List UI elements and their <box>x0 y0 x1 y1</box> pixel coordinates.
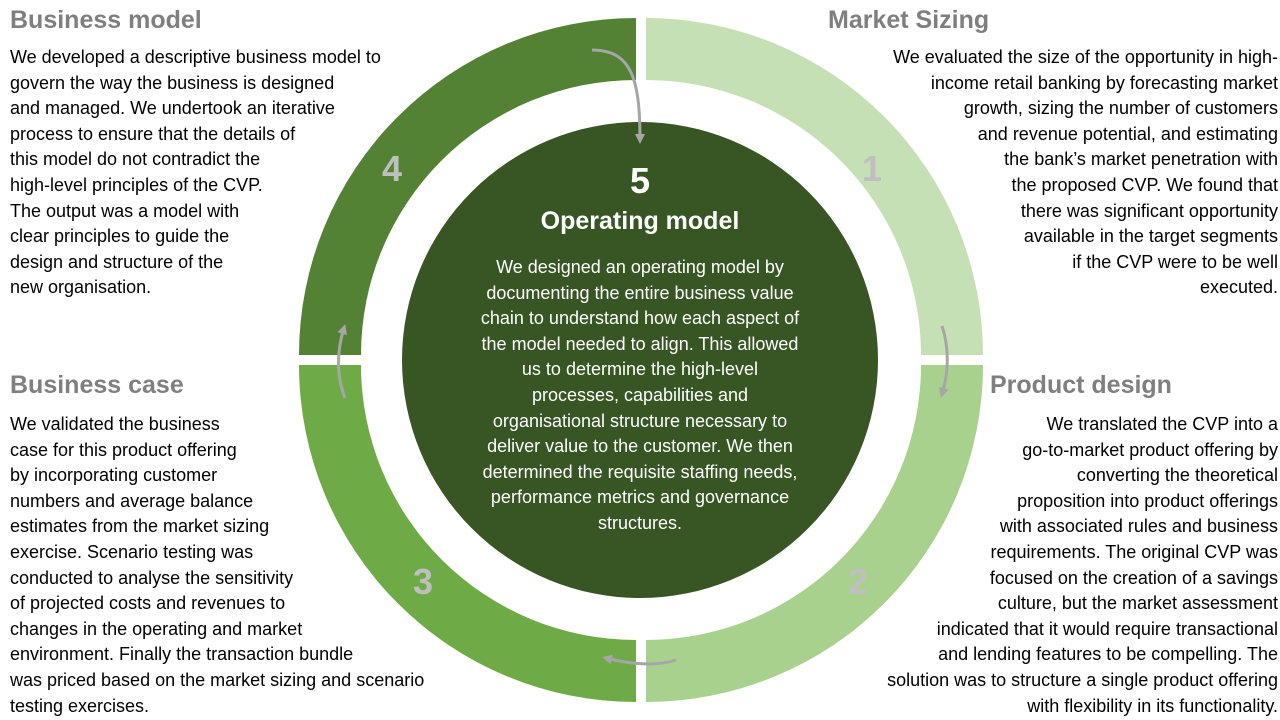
product-design-line: culture, but the market assessment <box>997 593 1278 614</box>
product-design-line: We translated the CVP into a <box>1046 414 1278 434</box>
market-sizing-line: growth, sizing the number of customers <box>963 98 1278 119</box>
center-line: the model needed to align. This allowed <box>481 333 799 354</box>
business-model-line: clear principles to guide the <box>10 226 230 247</box>
business-model-line: We developed a descriptive business mode… <box>10 47 381 67</box>
center-number: 5 <box>629 160 651 201</box>
product-design-line: with flexibility in its functionality. <box>1027 695 1278 716</box>
center-circle-operating-model <box>402 122 878 598</box>
center-line: structures. <box>597 512 683 533</box>
center-line: organisational structure necessary to <box>492 410 788 431</box>
arrow-1-to-2 <box>939 325 949 398</box>
business-model-line: high-level principles of the CVP. <box>10 174 263 195</box>
product-design-line: focused on the creation of a savings <box>989 567 1278 588</box>
business-case-line: estimates from the market sizing <box>10 516 270 537</box>
product-design-line: requirements. The original CVP was <box>990 541 1278 562</box>
business-model-title: Business model <box>10 6 202 34</box>
center-line: deliver value to the customer. We then <box>487 436 793 457</box>
business-case-line: of projected costs and revenues to <box>10 593 286 614</box>
center-line: determined the requisite staffing needs, <box>482 461 798 482</box>
business-case-line: case for this product offering <box>10 439 237 460</box>
quadrant-1-market-sizing <box>646 18 983 355</box>
market-sizing-line: We evaluated the size of the opportunity… <box>893 47 1278 67</box>
product-design-line: go-to-market product offering by <box>1022 439 1278 460</box>
business-case-text: We validated the business case for this … <box>10 412 510 719</box>
product-design-line: with associated rules and business <box>999 516 1278 537</box>
product-design-line: indicated that it would require transact… <box>936 618 1278 639</box>
center-line: We designed an operating model by <box>496 257 784 277</box>
business-case-line: environment. Finally the transaction bun… <box>10 644 354 665</box>
arrow-2-to-3 <box>602 654 677 666</box>
center-line: documenting the entire business value <box>486 282 794 303</box>
market-sizing-text: We evaluated the size of the opportunity… <box>818 45 1278 301</box>
market-sizing-line: the bank’s market penetration with <box>1004 149 1278 170</box>
business-case-line: conducted to analyse the sensitivity <box>10 567 294 588</box>
market-sizing-title: Market Sizing <box>828 6 990 34</box>
product-design-line: and lending features to be compelling. T… <box>938 644 1278 665</box>
product-design-line: solution was to structure a single produ… <box>887 669 1278 690</box>
business-case-title: Business case <box>10 371 184 399</box>
business-case-line: We validated the business <box>10 414 220 434</box>
market-sizing-line: the proposed CVP. We found that <box>1011 174 1278 195</box>
product-design-text: We translated the CVP into a go-to-marke… <box>738 412 1278 719</box>
center-line: processes, capabilities and <box>531 384 749 405</box>
business-case-line: changes in the operating and market <box>10 618 303 639</box>
product-design-line: proposition into product offerings <box>1017 490 1278 511</box>
market-sizing-line: executed. <box>1199 277 1278 298</box>
business-model-line: process to ensure that the details of <box>10 123 296 144</box>
business-case-line: numbers and average balance <box>10 490 254 511</box>
number-1: 1 <box>862 148 883 189</box>
center-description: We designed an operating model by docume… <box>430 255 850 537</box>
business-case-line: testing exercises. <box>10 695 150 716</box>
market-sizing-line: and revenue potential, and estimating <box>977 123 1278 144</box>
center-title: Operating model <box>540 207 740 235</box>
market-sizing-line: if the CVP were to be well <box>1072 251 1278 272</box>
quadrant-3-business-case <box>299 365 636 702</box>
product-design-line: converting the theoretical <box>1076 465 1278 486</box>
business-model-line: The output was a model with <box>10 200 240 221</box>
number-2: 2 <box>848 561 869 602</box>
business-model-line: this model do not contradict the <box>10 149 261 170</box>
business-case-line: exercise. Scenario testing was <box>10 541 254 562</box>
business-model-line: and managed. We undertook an iterative <box>10 98 335 119</box>
center-line: us to determine the high-level <box>521 359 759 380</box>
product-design-title: Product design <box>990 371 1172 399</box>
business-model-text: We developed a descriptive business mode… <box>10 45 470 301</box>
center-line: chain to understand how each aspect of <box>480 308 800 329</box>
number-4: 4 <box>382 148 403 189</box>
business-model-line: new organisation. <box>10 277 152 298</box>
market-sizing-line: income retail banking by forecasting mar… <box>930 72 1278 93</box>
quadrant-2-product-design <box>646 365 983 702</box>
market-sizing-line: available in the target segments <box>1023 226 1278 247</box>
number-3: 3 <box>413 561 434 602</box>
business-case-line: by incorporating customer <box>10 465 218 486</box>
arrow-3-to-4 <box>337 324 347 399</box>
business-case-line: was priced based on the market sizing an… <box>10 669 425 690</box>
business-model-line: design and structure of the <box>10 251 224 272</box>
business-model-line: govern the way the business is designed <box>10 72 335 93</box>
market-sizing-line: there was significant opportunity <box>1020 200 1278 221</box>
arrow-to-center <box>591 48 645 144</box>
center-line: performance metrics and governance <box>490 487 790 508</box>
